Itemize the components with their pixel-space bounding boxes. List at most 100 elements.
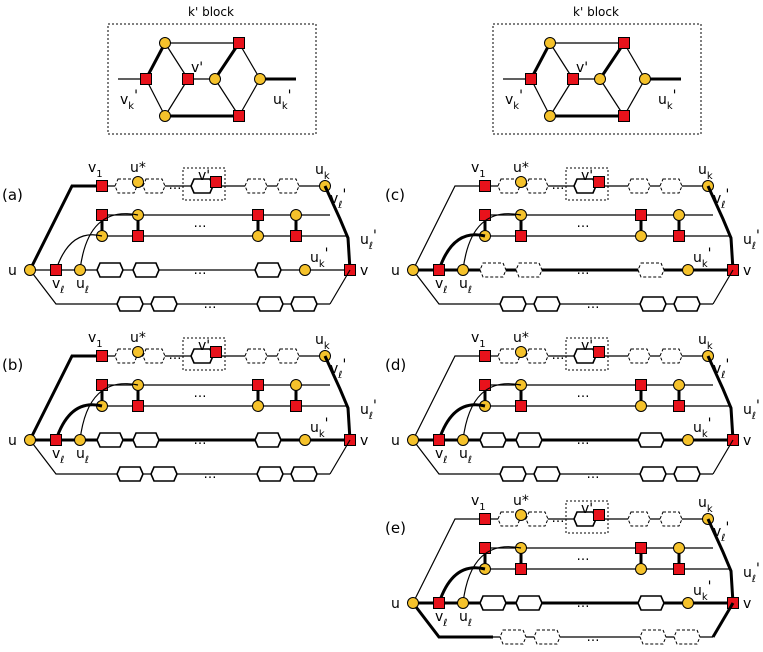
- hexagon-gadget: [150, 466, 178, 482]
- ellipsis: …: [577, 549, 590, 564]
- square-vertex: [618, 110, 630, 122]
- panel-label: (e): [385, 519, 406, 537]
- ellipsis: …: [577, 433, 590, 448]
- edge: [214, 78, 240, 117]
- circle-vertex: [544, 37, 556, 49]
- circle-vertex: [457, 434, 469, 446]
- square-vertex: [140, 73, 152, 85]
- square-vertex: [50, 264, 62, 276]
- square-vertex: [252, 209, 264, 221]
- left-upper-path: [412, 185, 485, 271]
- vprime-dotted-box: [565, 337, 609, 371]
- panel-label: (c): [385, 186, 405, 204]
- vl-curve: [55, 234, 103, 271]
- uk-prime-label: uk': [693, 246, 712, 270]
- ul-prime-label: uℓ': [360, 228, 377, 252]
- vl-prime-label: vℓ': [330, 187, 346, 211]
- vk-prime-label: vk': [505, 88, 523, 112]
- circle-vertex: [635, 400, 647, 412]
- dashed-hexagon-gadget: [659, 348, 683, 364]
- circle-vertex: [594, 73, 606, 85]
- hexagon-gadget: [150, 296, 178, 312]
- vl-curve: [54, 403, 103, 441]
- hexagon-gadget: [637, 432, 665, 448]
- right-lower-path: [329, 439, 351, 475]
- uk-label: uk: [698, 162, 713, 182]
- dashed-hexagon-gadget: [276, 178, 300, 194]
- hexagon-gadget: [290, 296, 318, 312]
- circle-vertex: [132, 346, 144, 358]
- dashed-hexagon-gadget: [659, 178, 683, 194]
- ustar-label: u*: [513, 330, 529, 346]
- circle-vertex: [515, 509, 527, 521]
- vl-label: vℓ: [435, 276, 447, 296]
- u-label: u: [391, 596, 400, 612]
- edge: [599, 78, 625, 117]
- panel-label: (a): [2, 186, 23, 204]
- square-vertex: [182, 73, 194, 85]
- hexagon-gadget: [673, 296, 701, 312]
- square-vertex: [635, 379, 647, 391]
- dashed-hexagon-gadget: [627, 348, 651, 364]
- circle-vertex: [673, 542, 685, 554]
- edge: [549, 78, 574, 117]
- ul-prime-label: uℓ': [360, 398, 377, 422]
- left-upper-path: [28, 184, 102, 271]
- circle-vertex: [299, 264, 311, 276]
- hexagon-gadget: [479, 432, 507, 448]
- circle-vertex: [407, 264, 419, 276]
- hexagon-gadget: [132, 432, 160, 448]
- ellipsis: …: [194, 263, 207, 278]
- ellipsis: …: [194, 433, 207, 448]
- circle-vertex: [682, 597, 694, 609]
- square-vertex: [132, 230, 144, 242]
- hexagon-gadget: [116, 296, 144, 312]
- ul-curve: [462, 383, 522, 441]
- ustar-label: u*: [130, 160, 146, 176]
- square-vertex: [635, 542, 647, 554]
- square-vertex: [479, 350, 491, 362]
- ellipsis: …: [194, 386, 207, 401]
- circle-vertex: [515, 176, 527, 188]
- vl-label: vℓ: [435, 609, 447, 629]
- ellipsis: …: [587, 630, 600, 645]
- right-path: [323, 185, 352, 271]
- square-vertex: [593, 346, 605, 358]
- ellipsis: …: [169, 348, 182, 363]
- vl-prime-label: vℓ': [713, 187, 729, 211]
- square-vertex: [618, 37, 630, 49]
- square-vertex: [96, 350, 108, 362]
- vl-prime-label: vℓ': [713, 520, 729, 544]
- panel-label: (b): [2, 356, 23, 374]
- square-vertex: [479, 180, 491, 192]
- vl-prime-label: vℓ': [330, 357, 346, 381]
- ul-label: uℓ: [76, 446, 89, 466]
- uk-label: uk: [315, 162, 330, 182]
- uk-prime-label: uk': [310, 416, 329, 440]
- vprime-label: v': [198, 338, 210, 354]
- square-vertex: [567, 73, 579, 85]
- vl-prime-label: vℓ': [713, 357, 729, 381]
- hexagon-gadget: [515, 595, 543, 611]
- square-vertex: [132, 400, 144, 412]
- right-lower-path: [712, 439, 734, 475]
- circle-vertex: [682, 264, 694, 276]
- hexagon-gadget: [479, 595, 507, 611]
- v1-label: v1: [471, 330, 486, 350]
- circle-vertex: [290, 379, 302, 391]
- dashed-hexagon-gadget: [142, 178, 166, 194]
- square-vertex: [479, 513, 491, 525]
- square-vertex: [290, 400, 302, 412]
- circle-vertex: [407, 597, 419, 609]
- hexagon-gadget: [639, 466, 667, 482]
- dashed-hexagon-gadget: [525, 511, 549, 527]
- left-upper-path: [412, 355, 485, 441]
- dashed-hexagon-gadget: [142, 348, 166, 364]
- square-vertex: [233, 110, 245, 122]
- ul-prime-label: uℓ': [743, 398, 760, 422]
- left-lower-path: [411, 602, 493, 639]
- square-vertex: [593, 176, 605, 188]
- left-upper-path: [28, 354, 102, 441]
